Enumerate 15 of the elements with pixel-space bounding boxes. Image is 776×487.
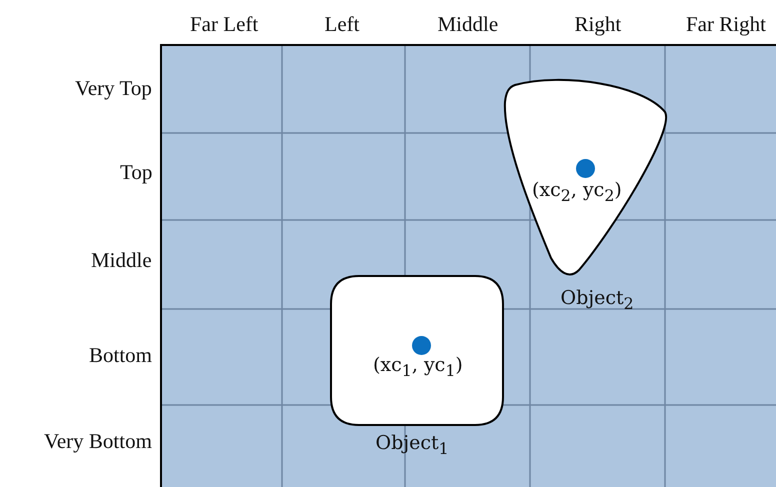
- coordinate-label: (xc$_{2}$, yc$_{2}$): [532, 178, 622, 207]
- column-header: Far Right: [686, 12, 766, 36]
- row-header: Middle: [91, 248, 152, 272]
- row-header: Very Bottom: [44, 429, 152, 453]
- row-header: Very Top: [75, 76, 152, 100]
- object-label: Object$_{1}$: [376, 431, 449, 460]
- column-header: Middle: [438, 12, 498, 36]
- row-header: Bottom: [89, 343, 152, 367]
- row-header: Top: [120, 160, 152, 184]
- column-header: Left: [324, 12, 360, 36]
- coordinate-label: (xc$_{1}$, yc$_{1}$): [373, 353, 463, 382]
- rounded-object-shape: [331, 276, 503, 425]
- column-header: Right: [574, 12, 622, 36]
- object-label: Object$_{2}$: [560, 286, 634, 315]
- column-header: Far Left: [190, 12, 258, 36]
